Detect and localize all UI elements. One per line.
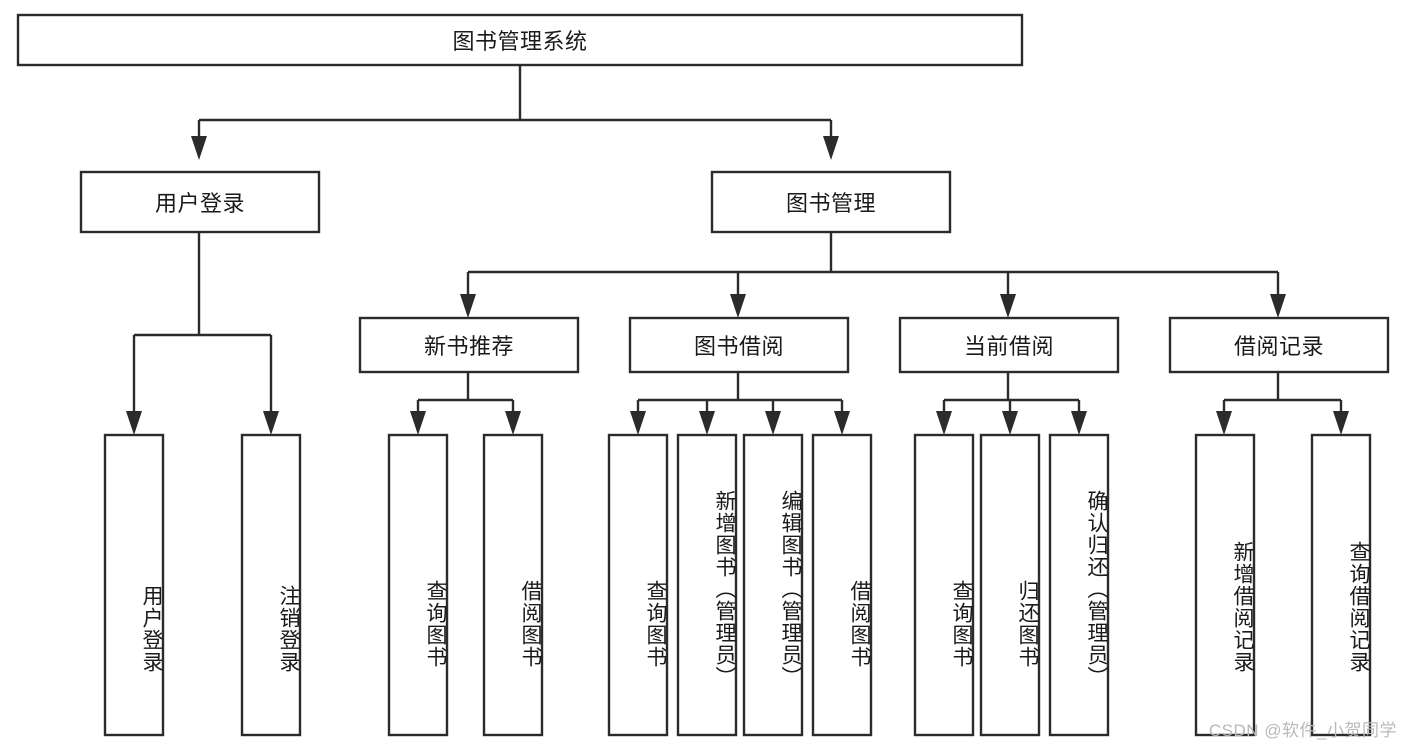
leaf-box-query-book-2[interactable]: [607, 433, 669, 737]
leaf-box-query-book-3[interactable]: [913, 433, 975, 737]
node-current-borrow-box[interactable]: [898, 316, 1120, 374]
node-borrow-record-box[interactable]: [1168, 316, 1390, 374]
node-user-login-box[interactable]: [79, 170, 321, 234]
leaf-box-add-book-admin[interactable]: [676, 433, 738, 737]
leaf-box-edit-book-admin[interactable]: [742, 433, 804, 737]
arrow-user-login-leaf1: [126, 411, 142, 435]
leaf-box-return-book[interactable]: [979, 433, 1041, 737]
arrow-new-book-leaf2: [505, 411, 521, 435]
leaf-box-add-borrow-record[interactable]: [1194, 433, 1256, 737]
arrow-borrow-record-leaf2: [1333, 411, 1349, 435]
csdn-watermark: CSDN @软件_小贺同学: [1208, 721, 1397, 740]
arrow-to-user-login: [191, 136, 207, 160]
leaf-box-logout[interactable]: [240, 433, 302, 737]
arrow-current-borrow-leaf3: [1071, 411, 1087, 435]
leaf-box-query-borrow-record[interactable]: [1310, 433, 1372, 737]
leaf-box-query-book-1[interactable]: [387, 433, 449, 737]
arrow-to-book-borrow: [730, 294, 746, 318]
leaf-box-borrow-book-2[interactable]: [811, 433, 873, 737]
arrow-book-borrow-leaf3: [765, 411, 781, 435]
arrow-book-borrow-leaf1: [630, 411, 646, 435]
arrow-to-current-borrow: [1000, 294, 1016, 318]
arrow-to-borrow-record: [1270, 294, 1286, 318]
leaf-box-confirm-return-admin[interactable]: [1048, 433, 1110, 737]
node-new-book-recommend-box[interactable]: [358, 316, 580, 374]
arrow-new-book-leaf1: [410, 411, 426, 435]
arrow-to-book-mgmt: [823, 136, 839, 160]
leaf-box-borrow-book-1[interactable]: [482, 433, 544, 737]
leaf-box-user-login[interactable]: [103, 433, 165, 737]
arrow-user-login-leaf2: [263, 411, 279, 435]
node-root-box[interactable]: [16, 13, 1024, 67]
arrow-book-borrow-leaf2: [699, 411, 715, 435]
arrow-current-borrow-leaf2: [1002, 411, 1018, 435]
arrow-current-borrow-leaf1: [936, 411, 952, 435]
node-book-management-box[interactable]: [710, 170, 952, 234]
arrow-borrow-record-leaf1: [1216, 411, 1232, 435]
arrow-to-new-book: [460, 294, 476, 318]
arrow-book-borrow-leaf4: [834, 411, 850, 435]
node-book-borrow-box[interactable]: [628, 316, 850, 374]
